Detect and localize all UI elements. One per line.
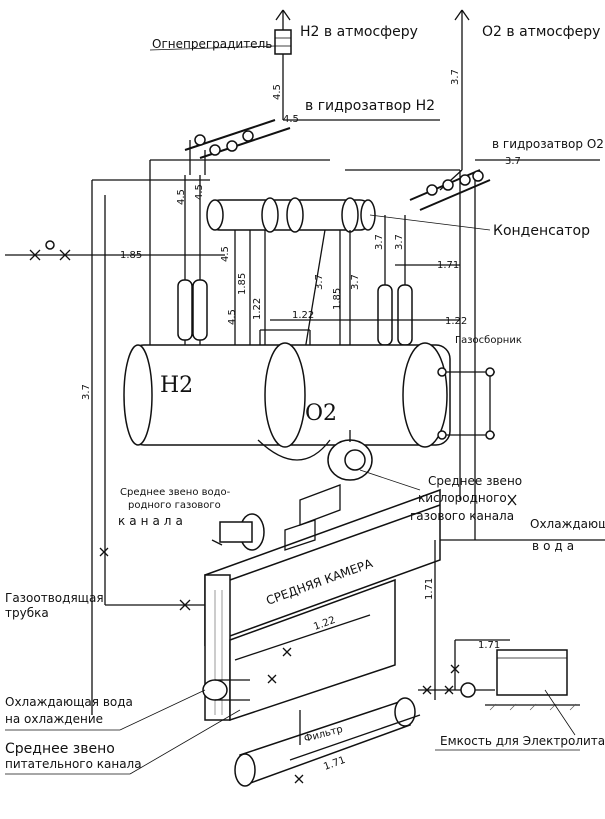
- dim-o2-vent: 3.7: [450, 69, 461, 85]
- dim-o2-b: 3.7: [394, 234, 405, 250]
- h2-valve-cluster: [184, 119, 291, 175]
- h2-water-seal-label: в гидрозатвор H2: [305, 98, 435, 114]
- mid-h2-line3: канала: [118, 514, 187, 528]
- o2-vent-line: [439, 9, 470, 191]
- dim-c5: 3.7: [314, 274, 325, 290]
- left-inlet: [5, 240, 225, 261]
- h2-atmosphere-label: H2 в атмосферу: [300, 24, 418, 40]
- gas-tube-line1: Газоотводящая: [5, 591, 104, 605]
- dim-h2-seal: 4.5: [283, 114, 299, 125]
- cooling-water-line2: вода: [532, 539, 578, 553]
- dim-o2-a: 3.7: [374, 234, 385, 250]
- dim-c3: 1.22: [252, 298, 263, 320]
- dim-c1: 4.5: [220, 246, 231, 262]
- dim-c7: 3.7: [350, 274, 361, 290]
- dim-122-right: 1.22: [445, 316, 467, 327]
- mid-h2-line1: Среднее звено водо-: [120, 487, 231, 498]
- gas-collector-label: Газосборник: [455, 335, 522, 346]
- mid-o2-line2: кислородного: [418, 491, 507, 505]
- electrolyte-tank: [418, 639, 580, 736]
- o2-water-seal-label: в гидрозатвор O2: [492, 137, 604, 151]
- gas-tube-line2: трубка: [5, 606, 49, 620]
- o2-gas-separators: [377, 215, 413, 346]
- h2-vent-line: [149, 9, 292, 120]
- dim-c6: 1.85: [332, 288, 343, 310]
- main-vessel: [123, 342, 495, 481]
- o2-valve-cluster: [409, 169, 491, 211]
- dim-frame: 3.7: [81, 384, 92, 400]
- feed-pipe: [234, 697, 421, 787]
- dim-171-bottom: 1.71: [322, 755, 347, 773]
- cooling-water-line1: Охлаждающая: [530, 517, 605, 531]
- cooling-out-line1: Охлаждающая вода: [5, 695, 133, 709]
- electrolyte-tank-label: Емкость для Электролита: [440, 734, 605, 748]
- condenser-label: Конденсатор: [493, 223, 590, 239]
- condenser: [206, 197, 491, 233]
- h2-vessel-label: H2: [160, 373, 193, 398]
- mid-feed-line2: питательного канала: [5, 757, 142, 771]
- dim-171-right: 1.71: [424, 578, 435, 600]
- o2-atmosphere-label: O2 в атмосферу: [482, 24, 600, 40]
- dim-171-top: 1.71: [437, 260, 459, 271]
- dim-h2-vent: 4.5: [272, 84, 283, 100]
- dim-c2: 1.85: [237, 273, 248, 295]
- dim-c4: 4.5: [227, 309, 238, 325]
- flame-arrester-label: Огнепреградитель: [152, 37, 272, 51]
- flame-arrester-icon: [274, 29, 292, 55]
- dim-inlet: 1.85: [120, 250, 142, 261]
- dim-171-tank: 1.71: [478, 640, 500, 651]
- mid-o2-line3: газового канала: [410, 509, 514, 523]
- dim-o2-seal: 3.7: [505, 156, 521, 167]
- h2-gas-separators: [177, 175, 208, 345]
- o2-vessel-label: O2: [305, 401, 337, 426]
- cooling-out-line2: на охлаждение: [5, 712, 103, 726]
- mid-o2-line1: Среднее звено: [428, 474, 522, 488]
- mid-h2-channel-unit: [211, 513, 265, 551]
- dim-122-mid: 1.22: [292, 310, 314, 321]
- mid-h2-line2: родного газового: [128, 500, 221, 511]
- mid-feed-line1: Среднее звено: [5, 741, 115, 757]
- middle-chamber: [204, 484, 441, 722]
- dim-h2-a: 4.5: [176, 189, 187, 205]
